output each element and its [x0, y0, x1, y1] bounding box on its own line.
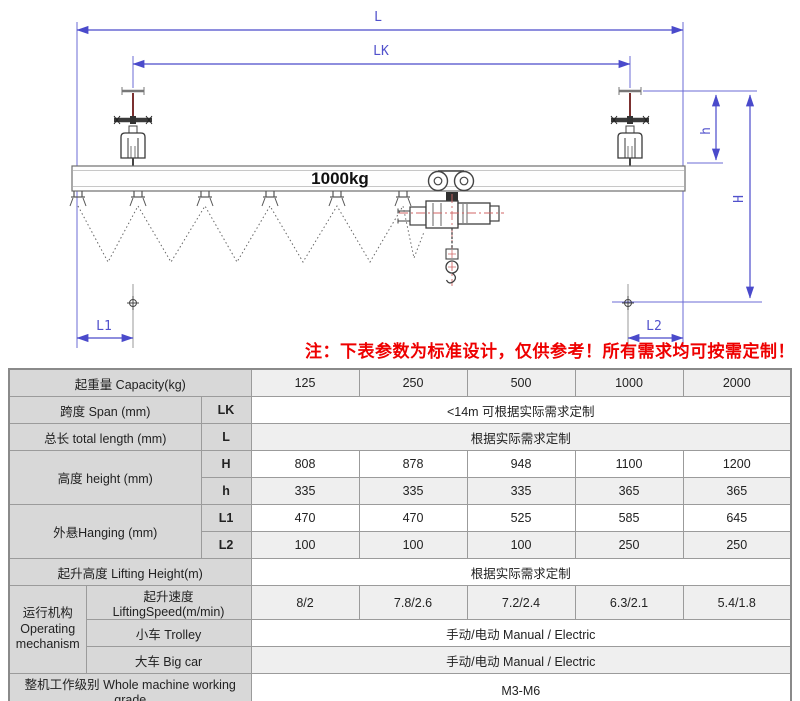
height-h-symbol: h [200, 477, 252, 505]
lifting-speed-value: 5.4/1.8 [682, 585, 792, 620]
operating-mechanism-label: 运行机构 Operating mechanism [8, 585, 87, 674]
custom-design-note: 注：下表参数为标准设计，仅供参考！所有需求均可按需定制！ [305, 342, 795, 361]
crane-beam [71, 165, 686, 192]
table-row: 大车 Big car 手动/电动 Manual / Electric [9, 646, 792, 674]
height-h-value: 335 [358, 477, 468, 505]
trolley-value: 手动/电动 Manual / Electric [250, 619, 792, 647]
height-h-value: 365 [682, 477, 792, 505]
crane-technical-drawing: L LK h H L1 L2 1000kg [69, 10, 762, 348]
height-H-symbol: H [200, 450, 252, 478]
big-car-label: 大车 Big car [85, 646, 252, 674]
table-row: 跨度 Span (mm) LK <14m 可根据实际需求定制 [8, 396, 792, 424]
table-row: 运行机构 Operating mechanism 起升速度 LiftingSpe… [8, 585, 792, 674]
height-H-value: 878 [358, 450, 468, 478]
height-H-value: 808 [250, 450, 360, 478]
hanging-L1-value: 525 [466, 504, 576, 532]
hanging-L2-value: 100 [250, 531, 360, 559]
lifting-speed-value: 8/2 [250, 585, 360, 620]
capacity-value: 500 [466, 368, 576, 397]
big-car-value: 手动/电动 Manual / Electric [250, 646, 792, 674]
trolley-label: 小车 Trolley [85, 619, 252, 647]
hanging-L1-value: 470 [358, 504, 468, 532]
spec-table: 起重量 Capacity(kg) 125 250 500 1000 2000 跨… [8, 368, 793, 701]
dim-label-L1: L1 [96, 319, 112, 334]
span-label: 跨度 Span (mm) [8, 396, 202, 424]
lifting-speed-value: 6.3/2.1 [574, 585, 684, 620]
working-grade-value: M3-M6 [250, 673, 792, 701]
lifting-height-value: 根据实际需求定制 [250, 558, 792, 586]
table-row: 总长 total length (mm) L 根据实际需求定制 [8, 423, 792, 451]
height-H-value: 1100 [574, 450, 684, 478]
table-row: h 335 335 335 365 365 [9, 477, 792, 505]
right-hanger [611, 87, 649, 166]
table-row: 整机工作级别 Whole machine working grade M3-M6 [8, 673, 792, 701]
table-row: 高度 height (mm) H 808 878 948 1100 1200 [8, 450, 792, 505]
height-h-value: 335 [466, 477, 576, 505]
total-length-symbol: L [200, 423, 252, 451]
height-H-value: 1200 [682, 450, 792, 478]
table-row: 小车 Trolley 手动/电动 Manual / Electric [9, 619, 792, 647]
total-length-value: 根据实际需求定制 [250, 423, 792, 451]
hanging-L2-value: 250 [574, 531, 684, 559]
dim-label-L: L [374, 10, 382, 25]
beam-capacity-label: 1000kg [311, 169, 369, 188]
span-symbol: LK [200, 396, 252, 424]
chain-hoist [397, 194, 504, 286]
height-h-value: 335 [250, 477, 360, 505]
hanging-L1-value: 645 [682, 504, 792, 532]
height-h-value: 365 [574, 477, 684, 505]
festoon-cable [77, 204, 425, 264]
span-value: <14m 可根据实际需求定制 [250, 396, 792, 424]
capacity-label: 起重量 Capacity(kg) [8, 368, 252, 397]
lifting-speed-value: 7.8/2.6 [358, 585, 468, 620]
hanging-L1-value: 470 [250, 504, 360, 532]
total-length-label: 总长 total length (mm) [8, 423, 202, 451]
height-label: 高度 height (mm) [8, 450, 202, 505]
hanging-L2-value: 100 [358, 531, 468, 559]
working-grade-label: 整机工作级别 Whole machine working grade [8, 673, 252, 701]
capacity-value: 2000 [682, 368, 792, 397]
dim-label-L2: L2 [646, 319, 662, 334]
lifting-speed-value: 7.2/2.4 [466, 585, 576, 620]
table-row: 起重量 Capacity(kg) 125 250 500 1000 2000 [8, 368, 792, 397]
lifting-height-label: 起升高度 Lifting Height(m) [8, 558, 252, 586]
hanging-L2-value: 250 [682, 531, 792, 559]
hanging-L2-symbol: L2 [200, 531, 252, 559]
dim-label-H: H [732, 195, 747, 203]
capacity-value: 125 [250, 368, 360, 397]
left-hanger [114, 87, 152, 166]
dim-label-LK: LK [373, 44, 389, 59]
table-row: 外悬Hanging (mm) L1 470 470 525 585 645 [8, 504, 792, 559]
hanging-label: 外悬Hanging (mm) [8, 504, 202, 559]
capacity-value: 250 [358, 368, 468, 397]
table-row: L2 100 100 100 250 250 [9, 531, 792, 559]
hanging-L1-value: 585 [574, 504, 684, 532]
hanging-L1-symbol: L1 [200, 504, 252, 532]
hanging-L2-value: 100 [466, 531, 576, 559]
height-H-value: 948 [466, 450, 576, 478]
lifting-speed-label: 起升速度 LiftingSpeed(m/min) [85, 585, 252, 620]
table-row: 起升高度 Lifting Height(m) 根据实际需求定制 [8, 558, 792, 586]
dim-label-h: h [699, 127, 714, 135]
capacity-value: 1000 [574, 368, 684, 397]
